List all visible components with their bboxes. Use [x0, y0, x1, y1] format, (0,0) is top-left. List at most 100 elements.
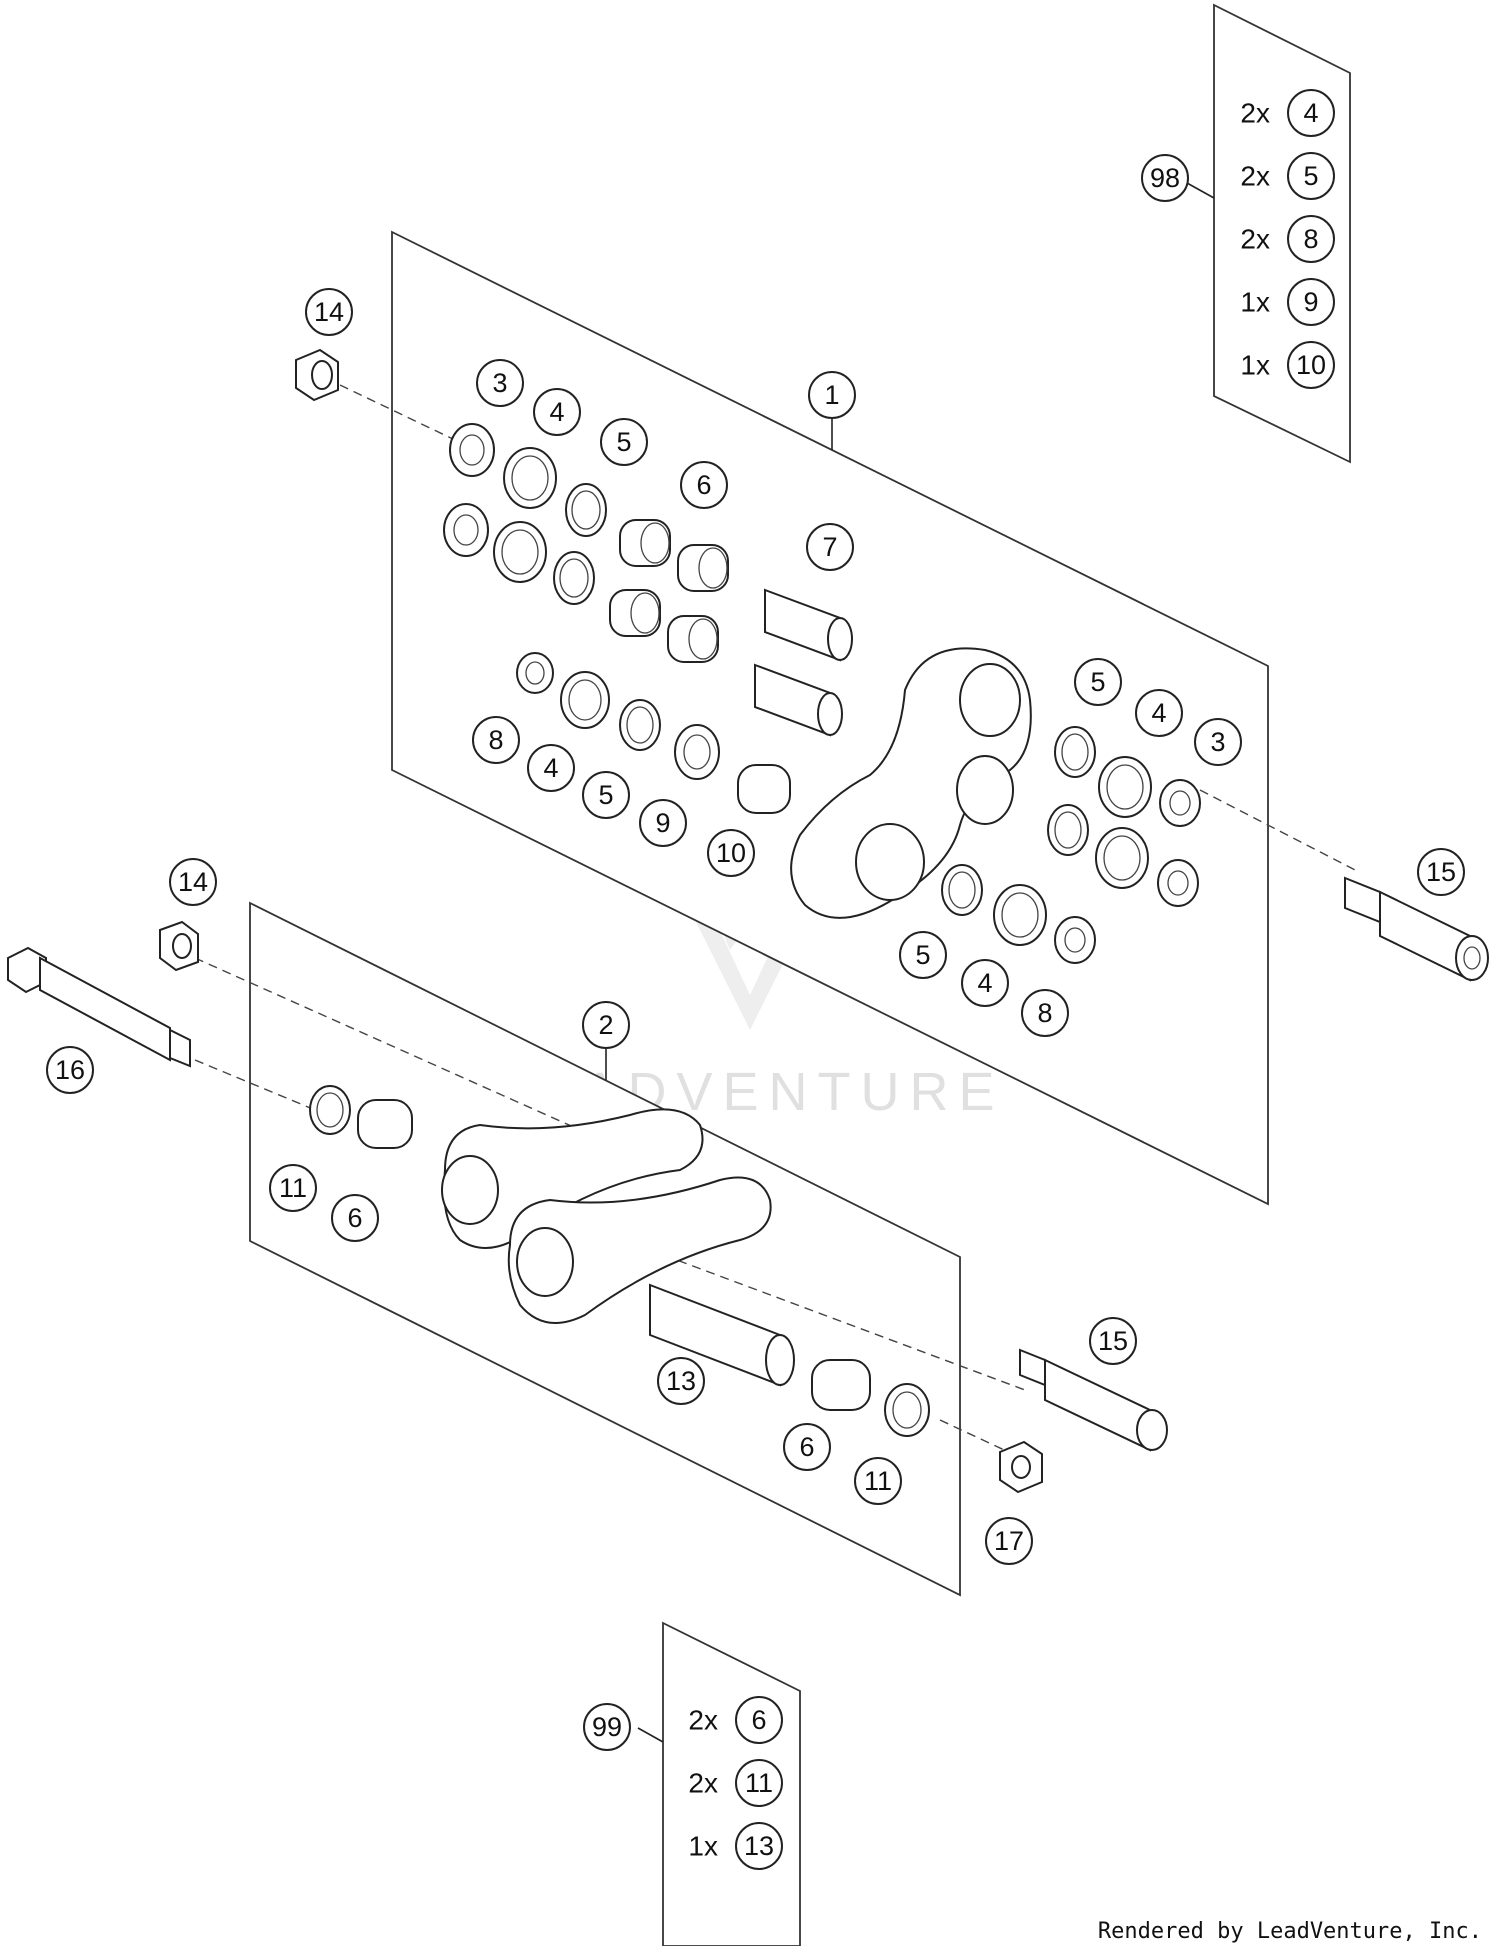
kit-part-callout[interactable]: 6	[735, 1696, 783, 1744]
callout-5[interactable]: 5	[600, 418, 648, 466]
callout-17[interactable]: 17	[985, 1517, 1033, 1565]
callout-5[interactable]: 5	[582, 771, 630, 819]
callout-8[interactable]: 8	[472, 716, 520, 764]
callout-label: 5	[1090, 667, 1105, 697]
callout-label: 11	[279, 1173, 307, 1203]
callout-label: 5	[915, 940, 930, 970]
sleeve-7-b	[754, 663, 843, 737]
callout-4[interactable]: 4	[533, 388, 581, 436]
kit-part-callout[interactable]: 10	[1287, 341, 1335, 389]
kit-qty: 2x	[1240, 98, 1270, 129]
nut-14-lower	[159, 920, 199, 972]
bushing-9	[674, 724, 720, 780]
callout-label: 11	[745, 1768, 773, 1798]
callout-label: 8	[1303, 224, 1318, 254]
ring-4-e	[1095, 827, 1149, 889]
callout-label: 10	[1296, 350, 1326, 380]
callout-label: 10	[716, 838, 746, 868]
nut-14-top	[295, 348, 339, 402]
callout-6[interactable]: 6	[783, 1423, 831, 1471]
callout-98[interactable]: 98	[1141, 154, 1189, 202]
kit-98-item: 2x 8	[1240, 215, 1335, 263]
linkage-lever	[790, 647, 1032, 919]
callout-label: 4	[549, 397, 564, 427]
callout-label: 13	[666, 1366, 696, 1396]
callout-15[interactable]: 15	[1089, 1317, 1137, 1365]
callout-1[interactable]: 1	[808, 371, 856, 419]
callout-3[interactable]: 3	[1194, 718, 1242, 766]
callout-label: 5	[616, 427, 631, 457]
kit-99-item: 2x 11	[688, 1759, 783, 1807]
callout-11[interactable]: 11	[854, 1457, 902, 1505]
kit-98-item: 1x 10	[1240, 341, 1335, 389]
callout-3[interactable]: 3	[476, 359, 524, 407]
bushing-6-b	[677, 544, 729, 592]
callout-label: 14	[178, 867, 208, 897]
callout-14[interactable]: 14	[169, 858, 217, 906]
callout-99[interactable]: 99	[583, 1703, 631, 1751]
bushing-6-a	[619, 519, 671, 567]
callout-label: 8	[1037, 998, 1052, 1028]
callout-label: 6	[799, 1432, 814, 1462]
callout-4[interactable]: 4	[1135, 689, 1183, 737]
callout-6[interactable]: 6	[331, 1194, 379, 1242]
callout-13[interactable]: 13	[657, 1357, 705, 1405]
kit-part-callout[interactable]: 11	[735, 1759, 783, 1807]
kit-qty: 2x	[688, 1705, 718, 1736]
callout-6[interactable]: 6	[680, 461, 728, 509]
seal-8-b	[1054, 916, 1096, 964]
callout-label: 16	[55, 1055, 85, 1085]
bolt-15-top	[1344, 876, 1489, 982]
kit-qty: 2x	[688, 1768, 718, 1799]
callout-label: 1	[824, 380, 839, 410]
callout-label: 99	[592, 1712, 622, 1742]
kit-part-callout[interactable]: 4	[1287, 89, 1335, 137]
callout-7[interactable]: 7	[806, 523, 854, 571]
kit-part-callout[interactable]: 9	[1287, 278, 1335, 326]
sleeve-10	[737, 764, 791, 814]
callout-10[interactable]: 10	[707, 829, 755, 877]
washer-5-e	[1047, 804, 1089, 856]
kit-98: 98 2x 4 2x 5 2x 8 1x 9 1x 10	[1141, 89, 1335, 389]
callout-4[interactable]: 4	[527, 744, 575, 792]
callout-label: 4	[1303, 98, 1318, 128]
ring-4-f	[993, 884, 1047, 946]
callout-5[interactable]: 5	[899, 931, 947, 979]
kit-98-item: 2x 5	[1240, 152, 1335, 200]
kit-99-item: 1x 13	[688, 1822, 783, 1870]
callout-label: 6	[347, 1203, 362, 1233]
callout-label: 5	[598, 780, 613, 810]
kit-98-item: 1x 9	[1240, 278, 1335, 326]
ring-4-b	[493, 521, 547, 583]
callouts: 1 2 3 3 4 4 4 4 5 5 5 5 6 6 6 7 8 8 9 10…	[46, 288, 1465, 1565]
callout-14[interactable]: 14	[305, 288, 353, 336]
seal-8-a	[516, 652, 554, 694]
callout-8[interactable]: 8	[1021, 989, 1069, 1037]
callout-4[interactable]: 4	[961, 959, 1009, 1007]
callout-2[interactable]: 2	[582, 1001, 630, 1049]
kit-part-callout[interactable]: 13	[735, 1822, 783, 1870]
callout-label: 15	[1426, 857, 1456, 887]
parts-assembly-2	[7, 920, 1168, 1494]
callout-11[interactable]: 11	[269, 1164, 317, 1212]
kit-99-item: 2x 6	[688, 1696, 783, 1744]
callout-16[interactable]: 16	[46, 1046, 94, 1094]
nut-17	[999, 1440, 1043, 1494]
callout-9[interactable]: 9	[639, 799, 687, 847]
bearing-3-c	[1159, 779, 1201, 827]
bushing-6-c	[609, 589, 661, 637]
callout-15[interactable]: 15	[1417, 848, 1465, 896]
callout-label: 6	[696, 470, 711, 500]
callout-label: 8	[488, 725, 503, 755]
kit-part-callout[interactable]: 8	[1287, 215, 1335, 263]
bolt-15-lower	[1019, 1348, 1168, 1452]
callout-label: 15	[1098, 1326, 1128, 1356]
kit-qty: 1x	[688, 1831, 718, 1862]
axis-lines	[194, 384, 1356, 1456]
kit-part-callout[interactable]: 5	[1287, 152, 1335, 200]
callout-5[interactable]: 5	[1074, 658, 1122, 706]
bushing-6-f	[811, 1359, 871, 1411]
ring-11-a	[309, 1085, 351, 1135]
callout-label: 14	[314, 297, 344, 327]
